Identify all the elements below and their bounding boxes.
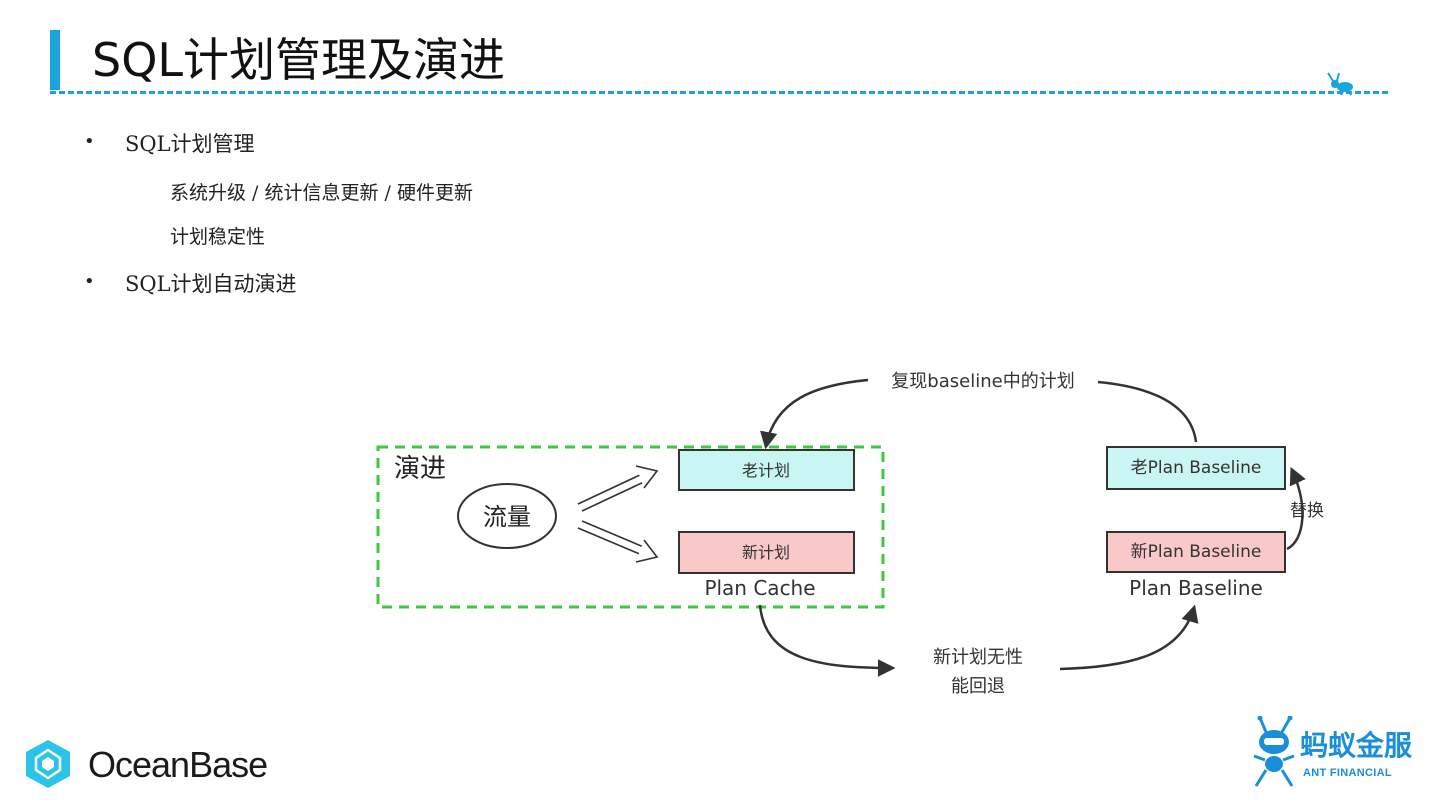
ant-mini-icon [1327, 72, 1353, 96]
old-baseline-label: 老Plan Baseline [1131, 458, 1262, 478]
new-plan-box [678, 531, 855, 574]
title-accent-bar [50, 30, 60, 90]
bullet-item-auto-evolution: SQL计划自动演进 [125, 272, 297, 296]
plan-cache-label: Plan Cache [704, 576, 815, 600]
page-title: SQL计划管理及演进 [92, 33, 506, 87]
reproduce-arrow [766, 378, 1198, 446]
fallback-label-line2: 能回退 [951, 676, 1005, 697]
sub-item-stability: 计划稳定性 [170, 226, 266, 248]
traffic-node [457, 483, 557, 549]
fallback-arrow-right [1059, 604, 1199, 671]
replace-arrow [1286, 466, 1306, 551]
plan-baseline-label: Plan Baseline [1129, 576, 1263, 600]
evolve-region [376, 445, 885, 609]
fallback-arrow-left [758, 604, 896, 677]
ant-financial-logo-icon [1253, 716, 1295, 787]
ant-financial-logo-en: ANT FINANCIAL [1303, 767, 1392, 779]
fallback-label-line1: 新计划无性 [933, 647, 1023, 668]
traffic-label: 流量 [483, 503, 531, 531]
traffic-to-old-plan-arrow [577, 465, 659, 512]
old-baseline-box [1106, 446, 1286, 490]
sub-item-triggers: 系统升级 / 统计信息更新 / 硬件更新 [170, 182, 473, 204]
reproduce-label: 复现baseline中的计划 [891, 371, 1074, 392]
evolve-region-label: 演进 [394, 454, 446, 484]
new-plan-label: 新计划 [742, 543, 790, 562]
replace-label: 替换 [1290, 501, 1324, 521]
bullet-item-plan-management: SQL计划管理 [125, 132, 255, 156]
old-plan-label: 老计划 [742, 461, 790, 480]
title-divider [50, 91, 1388, 94]
traffic-to-new-plan-arrow [577, 520, 659, 563]
bullet-marker: • [84, 131, 95, 152]
oceanbase-logo-icon [26, 740, 70, 788]
new-baseline-label: 新Plan Baseline [1131, 542, 1262, 562]
ant-financial-logo-cn: 蚂蚁金服 [1300, 729, 1413, 762]
oceanbase-logo-text: OceanBase [88, 744, 268, 785]
bullet-marker: • [84, 271, 95, 292]
new-baseline-box [1106, 531, 1286, 573]
